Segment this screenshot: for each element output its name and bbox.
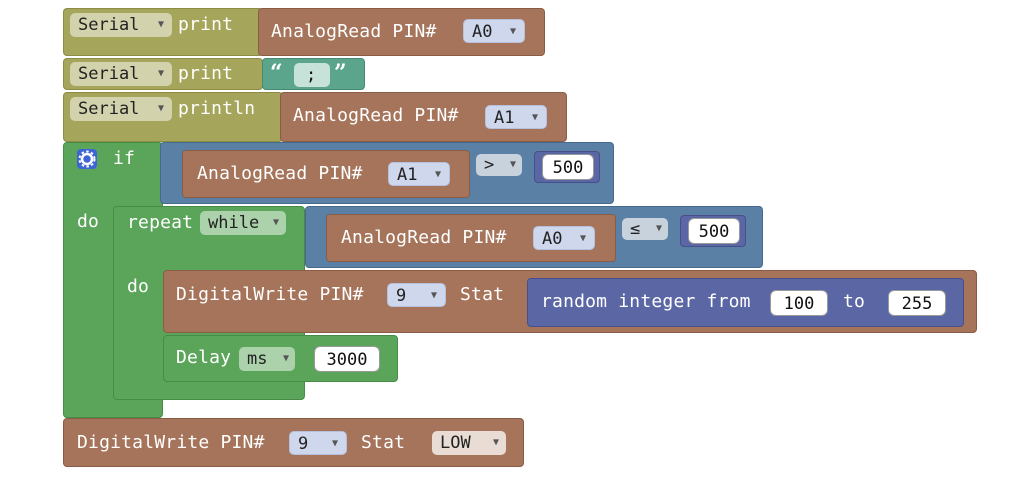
dropdown-arrow-icon: ▼ <box>157 68 164 79</box>
dropdown-arrow-icon: ▼ <box>434 169 441 180</box>
delay-value-field[interactable]: 3000 <box>314 346 380 372</box>
serial-dropdown-1[interactable]: Serial ▼ <box>70 13 172 37</box>
pin-dropdown-9[interactable]: 9 ▼ <box>289 431 347 455</box>
pin-dropdown-a1[interactable]: A1 ▼ <box>485 105 547 129</box>
stat-label: Stat <box>361 432 406 453</box>
serial-dropdown-label: Serial <box>78 64 140 84</box>
if-label: if <box>113 148 136 169</box>
serial-dropdown-3[interactable]: Serial ▼ <box>70 97 172 121</box>
analogread-label: AnalogRead PIN# <box>293 105 459 126</box>
from-number-field[interactable]: 100 <box>770 290 828 316</box>
digitalwrite-label: DigitalWrite PIN# <box>176 284 364 305</box>
delay-label: Delay <box>176 347 232 368</box>
dropdown-arrow-icon: ▼ <box>157 103 164 114</box>
number-field[interactable]: 500 <box>542 154 594 180</box>
pin-dropdown-label: A1 <box>494 108 515 128</box>
do-label: do <box>77 211 100 232</box>
println-keyword: println <box>178 98 256 119</box>
serial-dropdown-label: Serial <box>78 99 140 119</box>
dropdown-arrow-icon: ▼ <box>655 223 662 234</box>
serial-dropdown-2[interactable]: Serial ▼ <box>70 62 172 86</box>
stat-dropdown[interactable]: LOW ▼ <box>432 431 506 455</box>
print-keyword: print <box>178 14 234 35</box>
do-label: do <box>127 276 150 297</box>
open-quote-icon: “ <box>270 60 283 86</box>
pin-dropdown-label: 9 <box>298 434 309 454</box>
dropdown-arrow-icon: ▼ <box>531 112 538 123</box>
dropdown-arrow-icon: ▼ <box>509 26 516 37</box>
operator-dropdown-le[interactable]: ≤ ▼ <box>622 218 668 240</box>
repeat-label: repeat <box>127 212 194 233</box>
gear-icon[interactable] <box>77 149 97 169</box>
operator-label: ≤ <box>630 219 641 239</box>
repeat-mode-dropdown[interactable]: while ▼ <box>200 211 286 235</box>
dropdown-arrow-icon: ▼ <box>579 233 586 244</box>
to-number-field[interactable]: 255 <box>888 290 946 316</box>
stat-dropdown-label: LOW <box>440 433 471 453</box>
string-field[interactable]: ; <box>294 63 330 87</box>
analogread-label: AnalogRead PIN# <box>341 227 507 248</box>
operator-label: > <box>484 155 495 175</box>
pin-dropdown-label: 9 <box>396 286 407 306</box>
delay-value: 3000 <box>326 350 368 370</box>
operator-dropdown-gt[interactable]: > ▼ <box>476 154 522 176</box>
delay-unit-label: ms <box>247 349 268 369</box>
number-field[interactable]: 500 <box>688 218 740 244</box>
stat-label: Stat <box>460 284 505 305</box>
dropdown-arrow-icon: ▼ <box>282 353 289 364</box>
number-value: 500 <box>552 158 584 178</box>
repeat-mode-label: while <box>208 213 260 233</box>
pin-dropdown-a1[interactable]: A1 ▼ <box>388 162 450 186</box>
random-integer-label: random integer from <box>541 291 751 312</box>
close-quote-icon: ” <box>334 60 347 86</box>
serial-dropdown-label: Serial <box>78 15 140 35</box>
to-label: to <box>843 291 866 312</box>
dropdown-arrow-icon: ▼ <box>430 290 437 301</box>
dropdown-arrow-icon: ▼ <box>509 159 516 170</box>
from-value: 100 <box>783 294 815 314</box>
delay-unit-dropdown[interactable]: ms ▼ <box>239 347 295 371</box>
digitalwrite-label: DigitalWrite PIN# <box>77 432 265 453</box>
dropdown-arrow-icon: ▼ <box>157 19 164 30</box>
print-keyword: print <box>178 63 234 84</box>
dropdown-arrow-icon: ▼ <box>272 217 279 228</box>
pin-dropdown-a0[interactable]: A0 ▼ <box>463 19 525 43</box>
pin-dropdown-9[interactable]: 9 ▼ <box>387 283 446 307</box>
analogread-label: AnalogRead PIN# <box>197 163 363 184</box>
dropdown-arrow-icon: ▼ <box>492 437 499 448</box>
analogread-label: AnalogRead PIN# <box>271 21 437 42</box>
number-value: 500 <box>698 222 730 242</box>
pin-dropdown-a0[interactable]: A0 ▼ <box>533 226 595 250</box>
string-value: ; <box>306 65 317 85</box>
dropdown-arrow-icon: ▼ <box>331 438 338 449</box>
pin-dropdown-label: A1 <box>397 165 418 185</box>
pin-dropdown-label: A0 <box>542 229 563 249</box>
to-value: 255 <box>901 294 933 314</box>
pin-dropdown-label: A0 <box>472 22 493 42</box>
